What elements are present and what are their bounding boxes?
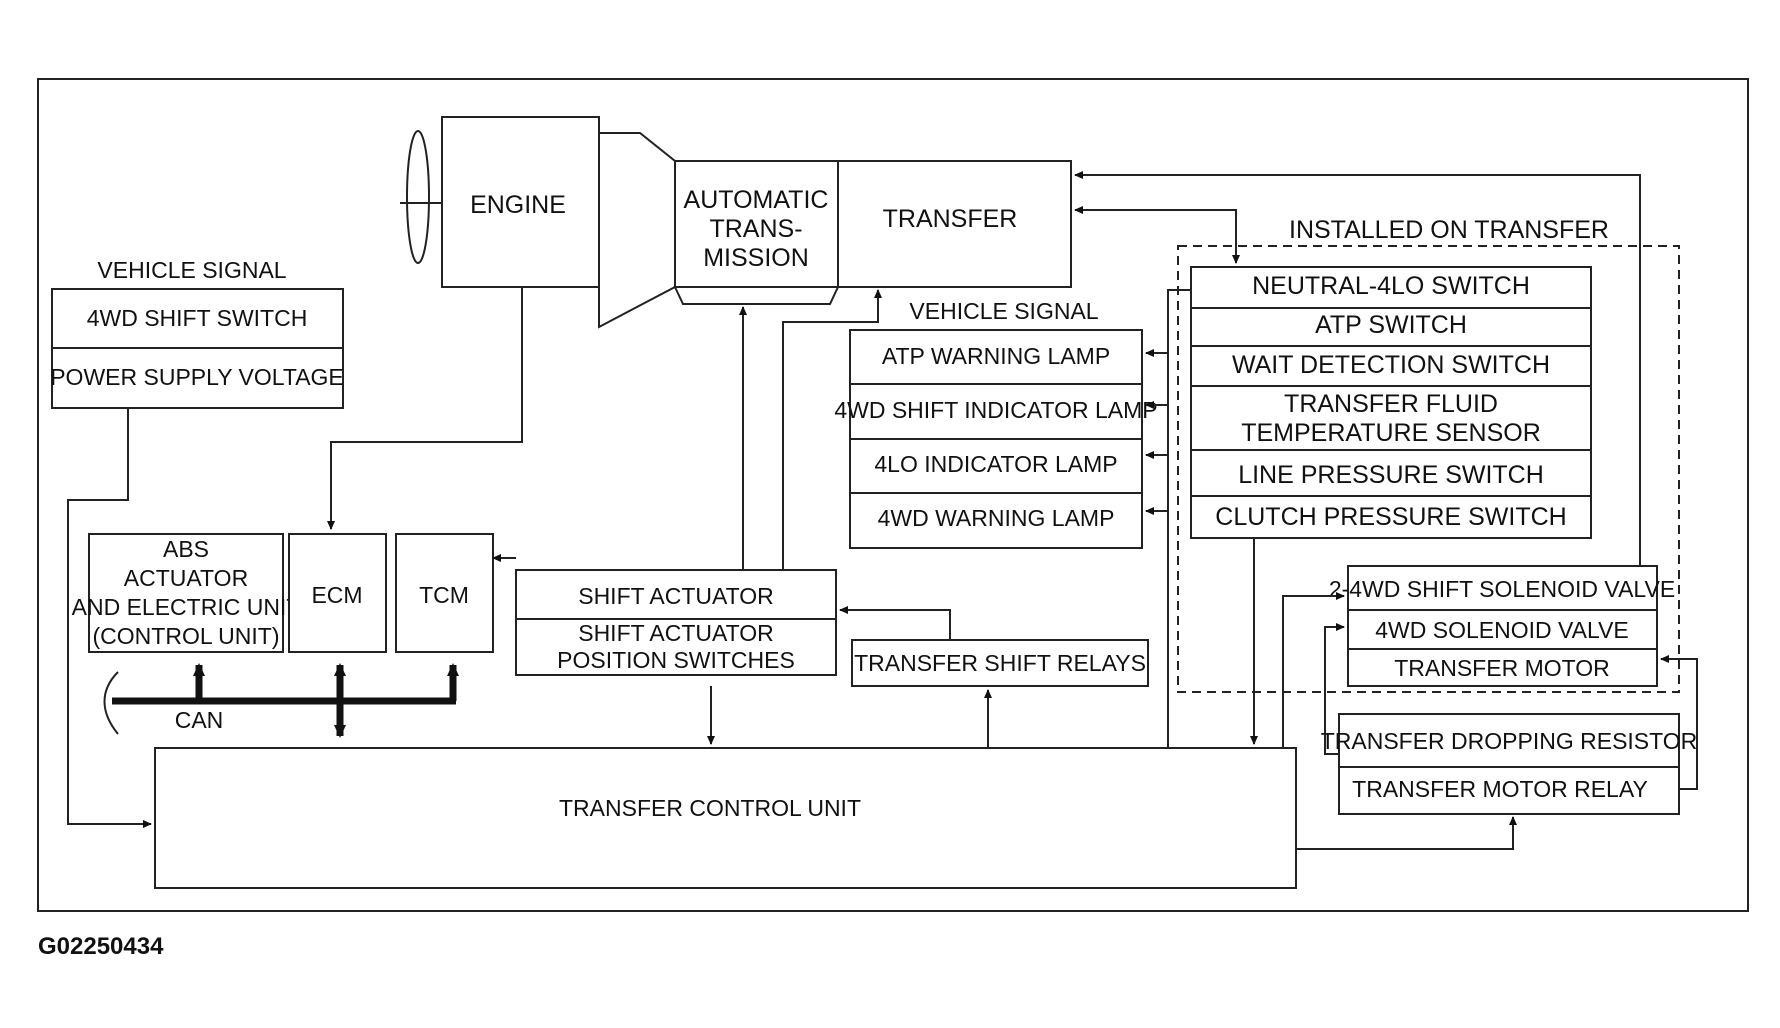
tcm-label: TCM <box>419 582 469 608</box>
atp-switch: ATP SWITCH <box>1315 311 1467 339</box>
outer-frame <box>37 78 1749 912</box>
can-label: CAN <box>175 707 224 733</box>
abs-block: ABS ACTUATOR AND ELECTRIC UNIT (CONTROL … <box>72 533 301 653</box>
4wd-solenoid-valve: 4WD SOLENOID VALVE <box>1375 617 1629 643</box>
can-bus: CAN <box>103 663 459 738</box>
wait-detection-switch: WAIT DETECTION SWITCH <box>1232 351 1550 379</box>
transfer-relay-box: TRANSFER DROPPING RESISTOR TRANSFER MOTO… <box>1321 713 1698 815</box>
transfer-actuators-box: 2-4WD SHIFT SOLENOID VALVE 4WD SOLENOID … <box>1329 565 1675 687</box>
at-line-2: TRANS- <box>709 215 802 243</box>
output-atp-warning-lamp: ATP WARNING LAMP <box>882 343 1110 369</box>
shift-actuator-label: SHIFT ACTUATOR <box>578 583 774 609</box>
output-4lo-indicator-lamp: 4LO INDICATOR LAMP <box>874 451 1117 477</box>
transfer-shift-relays-block: TRANSFER SHIFT RELAYS <box>851 639 1149 687</box>
at-line-3: MISSION <box>703 244 809 272</box>
abs-line-2: ACTUATOR <box>124 565 248 591</box>
shift-actuator-switches-line-1: SHIFT ACTUATOR <box>578 620 774 646</box>
transfer-switches-box: NEUTRAL-4LO SWITCH ATP SWITCH WAIT DETEC… <box>1190 266 1592 539</box>
tcm-block: TCM <box>395 533 494 653</box>
shift-actuator-block: SHIFT ACTUATOR SHIFT ACTUATOR POSITION S… <box>515 569 837 676</box>
abs-line-3: AND ELECTRIC UNIT <box>72 594 301 620</box>
abs-line-4: (CONTROL UNIT) <box>93 623 280 649</box>
at-line-1: AUTOMATIC <box>684 186 829 214</box>
engine-label: ENGINE <box>470 191 566 219</box>
automatic-transmission-block: AUTOMATIC TRANS- MISSION <box>673 160 840 305</box>
output-4wd-shift-indicator-lamp: 4WD SHIFT INDICATOR LAMP <box>834 397 1157 423</box>
bell-housing <box>598 132 676 329</box>
installed-on-transfer-heading: INSTALLED ON TRANSFER <box>1289 216 1609 244</box>
neutral-4lo-switch: NEUTRAL-4LO SWITCH <box>1252 272 1530 300</box>
ecm-label: ECM <box>311 582 362 608</box>
transfer-motor-relay: TRANSFER MOTOR RELAY <box>1352 776 1648 802</box>
line-pressure-switch: LINE PRESSURE SWITCH <box>1238 461 1544 489</box>
input-power-supply-voltage: POWER SUPPLY VOLTAGE <box>50 364 344 390</box>
transfer-fluid-temp-line-2: TEMPERATURE SENSOR <box>1241 419 1541 447</box>
engine-block: ENGINE <box>441 116 600 288</box>
output-4wd-warning-lamp: 4WD WARNING LAMP <box>878 505 1115 531</box>
2-4wd-shift-solenoid-valve: 2-4WD SHIFT SOLENOID VALVE <box>1329 576 1675 602</box>
vehicle-signal-input-heading: VEHICLE SIGNAL <box>97 257 286 283</box>
abs-line-1: ABS <box>163 536 209 562</box>
transfer-motor: TRANSFER MOTOR <box>1394 655 1610 681</box>
transfer-shift-relays-label: TRANSFER SHIFT RELAYS <box>854 650 1146 676</box>
vehicle-signal-output-box: ATP WARNING LAMP 4WD SHIFT INDICATOR LAM… <box>834 329 1158 549</box>
transfer-control-unit-block: TRANSFER CONTROL UNIT <box>154 747 1297 889</box>
clutch-pressure-switch: CLUTCH PRESSURE SWITCH <box>1215 503 1566 531</box>
transfer-block: TRANSFER <box>837 160 1072 288</box>
input-4wd-shift-switch: 4WD SHIFT SWITCH <box>87 305 308 331</box>
transfer-fluid-temp-line-1: TRANSFER FLUID <box>1284 390 1498 418</box>
shift-actuator-switches-line-2: POSITION SWITCHES <box>557 647 795 673</box>
transfer-label: TRANSFER <box>883 205 1018 233</box>
fan-icon <box>400 130 442 264</box>
vehicle-signal-input-box: 4WD SHIFT SWITCH POWER SUPPLY VOLTAGE <box>50 288 344 409</box>
figure-id: G02250434 <box>38 933 164 960</box>
transfer-dropping-resistor: TRANSFER DROPPING RESISTOR <box>1321 728 1698 754</box>
vehicle-signal-output-heading: VEHICLE SIGNAL <box>909 298 1098 324</box>
installed-on-transfer-region <box>1177 245 1680 693</box>
ecm-block: ECM <box>288 533 387 653</box>
transfer-control-unit-label: TRANSFER CONTROL UNIT <box>559 795 861 821</box>
connection-lines <box>67 171 1698 850</box>
